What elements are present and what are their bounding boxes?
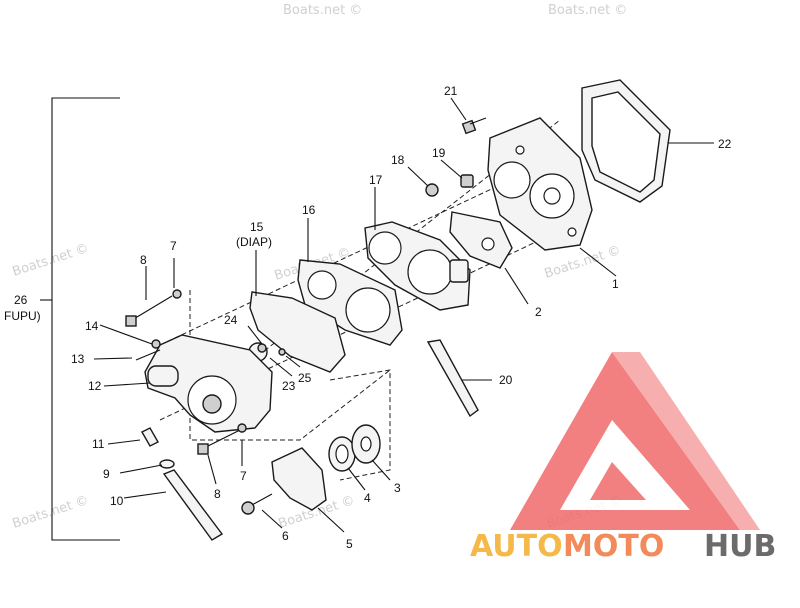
fitting-and-hose [141,427,224,541]
callout-25: 25 [298,371,312,385]
callout-3: 3 [394,481,401,495]
filter-cover-group [241,424,381,515]
callout-7-top: 7 [170,239,177,253]
callout-22: 22 [718,137,732,151]
callout-4: 4 [364,491,371,505]
callout-12: 12 [88,379,102,393]
callout-9: 9 [103,467,110,481]
watermark-text: Boats.net © [11,493,91,532]
logo-auto: AUTO [470,529,563,564]
callout-18: 18 [391,153,405,167]
callout-13: 13 [71,352,85,366]
callout-19: 19 [432,146,446,160]
leader-lines [93,97,714,533]
callout-2: 2 [535,305,542,319]
callout-7-bottom: 7 [240,469,247,483]
watermark-text: Boats.net © [11,241,91,280]
watermark-text: Boats.net © [283,3,362,18]
pump-body [364,221,471,311]
fuel-hose-20 [426,339,479,418]
callout-6: 6 [282,529,289,543]
callout-26: 26 [14,293,28,307]
automotohub-logo: AUTO MOTO HUB [470,352,776,564]
callout-1: 1 [612,277,619,291]
callout-15-diap: (DIAP) [236,235,272,249]
callout-8-bottom: 8 [214,487,221,501]
watermark-text: Boats.net © [548,3,627,18]
nut-23 [257,343,267,353]
callout-24: 24 [224,313,238,327]
nut-18 [425,183,439,197]
callout-17: 17 [369,173,383,187]
callout-14: 14 [85,319,99,333]
callout-20: 20 [499,373,513,387]
cover-gasket [581,79,671,203]
callout-16: 16 [302,203,316,217]
pump-cover [487,117,593,251]
diaphragm [249,291,346,373]
callout-11: 11 [92,437,105,451]
body-gasket [297,259,403,346]
assembly-bracket [40,97,120,541]
valve-plate [449,211,513,269]
fuel-hose-10 [162,469,224,541]
logo-mark [510,352,760,530]
logo-moto: MOTO [563,529,664,564]
callout-21: 21 [444,84,458,98]
callout-8-top: 8 [140,253,147,267]
callout-26-fupu: FUPU) [4,309,41,323]
callout-10: 10 [110,494,124,508]
callout-5: 5 [346,537,353,551]
callout-23: 23 [282,379,296,393]
spring-25 [278,348,286,356]
logo-hub: HUB [704,529,776,564]
pump-base [144,334,273,433]
callout-labels: 1 2 3 4 5 6 7 7 8 8 9 10 11 12 13 14 15 … [4,84,732,551]
screw-21 [461,117,487,135]
check-valve-19 [460,174,474,188]
callout-15: 15 [250,220,264,234]
screws-8-13-14 [125,289,247,455]
